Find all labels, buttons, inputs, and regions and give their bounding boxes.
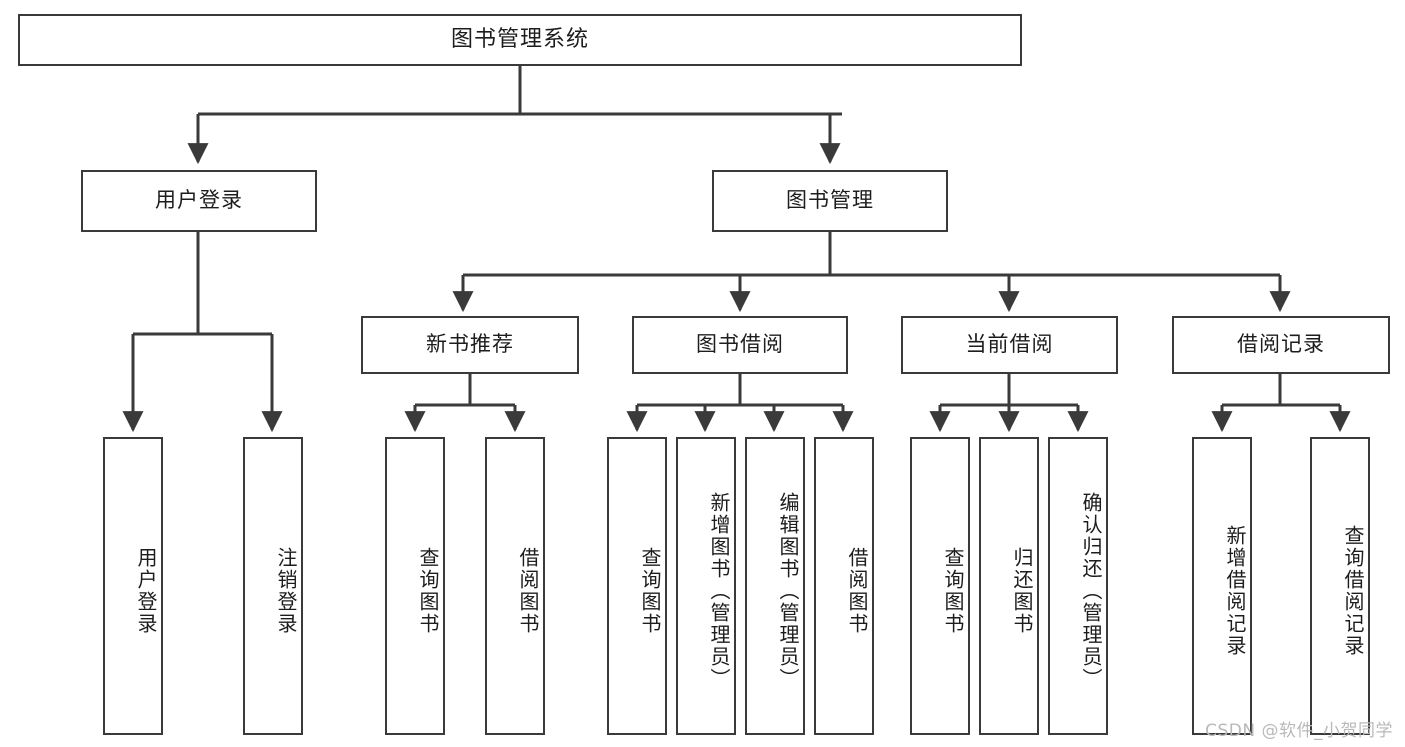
leaf-current-query-book[interactable]: 查询图书	[910, 437, 970, 735]
leaf-record-add-record[interactable]: 新增借阅记录	[1192, 437, 1252, 735]
leaf-user-login-login[interactable]: 用户登录	[103, 437, 163, 735]
leaf-label: 新增图书（管理员）	[707, 492, 731, 690]
leaf-borrow-edit-book-admin[interactable]: 编辑图书（管理员）	[745, 437, 805, 735]
leaf-label: 查询借阅记录	[1341, 525, 1365, 657]
node-book-management[interactable]: 图书管理	[712, 170, 948, 232]
leaf-current-confirm-return-admin[interactable]: 确认归还（管理员）	[1048, 437, 1108, 735]
leaf-label: 借阅图书	[845, 547, 869, 635]
node-book-borrow[interactable]: 图书借阅	[632, 316, 848, 374]
leaf-borrow-query-book[interactable]: 查询图书	[607, 437, 667, 735]
leaf-recommend-borrow-book[interactable]: 借阅图书	[485, 437, 545, 735]
leaf-label: 查询图书	[941, 547, 965, 635]
leaf-label: 新增借阅记录	[1223, 525, 1247, 657]
leaf-current-return-book[interactable]: 归还图书	[979, 437, 1039, 735]
leaf-borrow-add-book-admin[interactable]: 新增图书（管理员）	[676, 437, 736, 735]
leaf-label: 查询图书	[416, 547, 440, 635]
leaf-label: 借阅图书	[516, 547, 540, 635]
node-current-borrow[interactable]: 当前借阅	[901, 316, 1118, 374]
leaf-label: 查询图书	[638, 547, 662, 635]
leaf-borrow-borrow-book[interactable]: 借阅图书	[814, 437, 874, 735]
leaf-label: 确认归还（管理员）	[1079, 492, 1103, 690]
node-borrow-record[interactable]: 借阅记录	[1172, 316, 1390, 374]
node-new-book-recommend[interactable]: 新书推荐	[361, 316, 579, 374]
leaf-label: 用户登录	[134, 547, 158, 635]
leaf-record-query-record[interactable]: 查询借阅记录	[1310, 437, 1370, 735]
node-root-system[interactable]: 图书管理系统	[18, 14, 1022, 66]
leaf-label: 注销登录	[274, 547, 298, 635]
leaf-user-login-logout[interactable]: 注销登录	[243, 437, 303, 735]
leaf-label: 编辑图书（管理员）	[776, 492, 800, 690]
leaf-recommend-query-book[interactable]: 查询图书	[385, 437, 445, 735]
leaf-label: 归还图书	[1010, 547, 1034, 635]
node-user-login[interactable]: 用户登录	[81, 170, 317, 232]
